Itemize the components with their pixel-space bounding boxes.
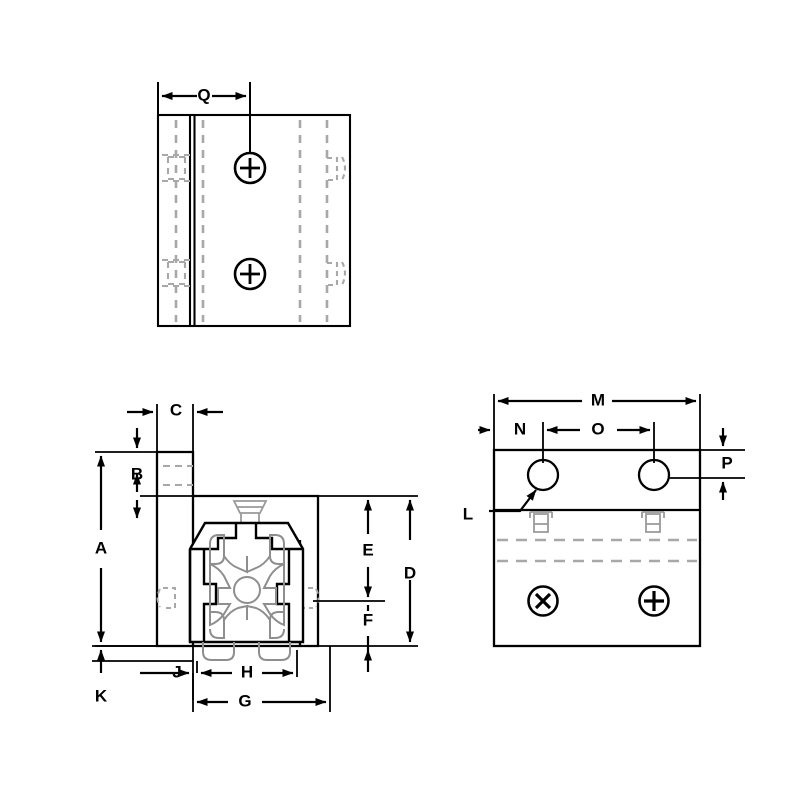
dimension-O: O: [542, 419, 655, 463]
dimension-F: F: [363, 605, 373, 672]
dimension-C: C: [127, 400, 223, 452]
front-view: A B C E: [92, 400, 418, 712]
dimension-label-C: C: [170, 400, 182, 419]
side-view-hidden-lines: [497, 538, 697, 563]
side-view-hole-left: [526, 458, 560, 492]
dimension-label-O: O: [591, 419, 604, 438]
side-view: L M N O P: [463, 390, 745, 648]
dimension-E: E: [362, 499, 374, 598]
dimension-group-DEF: E F D: [313, 495, 418, 672]
dimension-H: H: [196, 650, 298, 681]
top-view-slot-nut-left-lower: [162, 258, 190, 288]
dimension-K: K: [92, 645, 193, 705]
top-view-hidden-detail-right-upper: [327, 156, 347, 182]
tslot-extrusion-profile: [188, 521, 305, 661]
dimension-label-G: G: [238, 691, 251, 710]
dimension-N: N: [478, 419, 526, 438]
top-view-hidden-lines: [174, 120, 329, 322]
side-view-bolt-head-left: [529, 511, 553, 533]
dimension-label-M: M: [591, 390, 605, 409]
dimension-Q: Q: [157, 82, 251, 153]
dimension-L: L: [463, 489, 537, 523]
dimension-label-D: D: [404, 563, 416, 582]
dimension-G: G: [192, 646, 331, 712]
dimension-label-L: L: [463, 504, 473, 523]
screw-head-plus-top-2: [233, 257, 267, 291]
dimension-label-K: K: [95, 686, 108, 705]
front-view-hidden-plate-lines: [163, 464, 193, 487]
dimension-label-J: J: [172, 662, 181, 681]
dimension-L-leader: [489, 489, 537, 513]
side-view-outline: [492, 448, 702, 648]
front-view-hidden-slot-left: [156, 587, 176, 609]
dimension-label-N: N: [514, 419, 526, 438]
front-view-bolt-head: [232, 500, 268, 523]
top-view-hidden-detail-right-lower: [327, 261, 347, 287]
dimension-P: P: [668, 428, 745, 500]
dimension-B: B: [131, 428, 193, 519]
side-view-bolt-head-right: [641, 511, 665, 533]
top-view-outline: [156, 113, 352, 328]
top-view: Q: [156, 82, 352, 328]
side-view-hole-right: [637, 458, 671, 492]
screw-head-plus-side-2: [638, 585, 670, 617]
dimension-label-Q: Q: [197, 85, 210, 104]
dimension-D: D: [404, 499, 416, 643]
screw-head-plus-top-1: [233, 151, 267, 185]
screw-head-cross-side-1: [527, 585, 559, 617]
dimension-label-E: E: [362, 540, 373, 559]
dimension-label-P: P: [721, 453, 732, 472]
dimension-label-A: A: [95, 538, 107, 557]
dimension-label-F: F: [363, 610, 373, 629]
top-view-slot-nut-left-upper: [162, 153, 190, 183]
dimension-label-H: H: [241, 662, 253, 681]
dimension-label-B: B: [131, 464, 143, 483]
dimension-M: M: [493, 390, 701, 452]
